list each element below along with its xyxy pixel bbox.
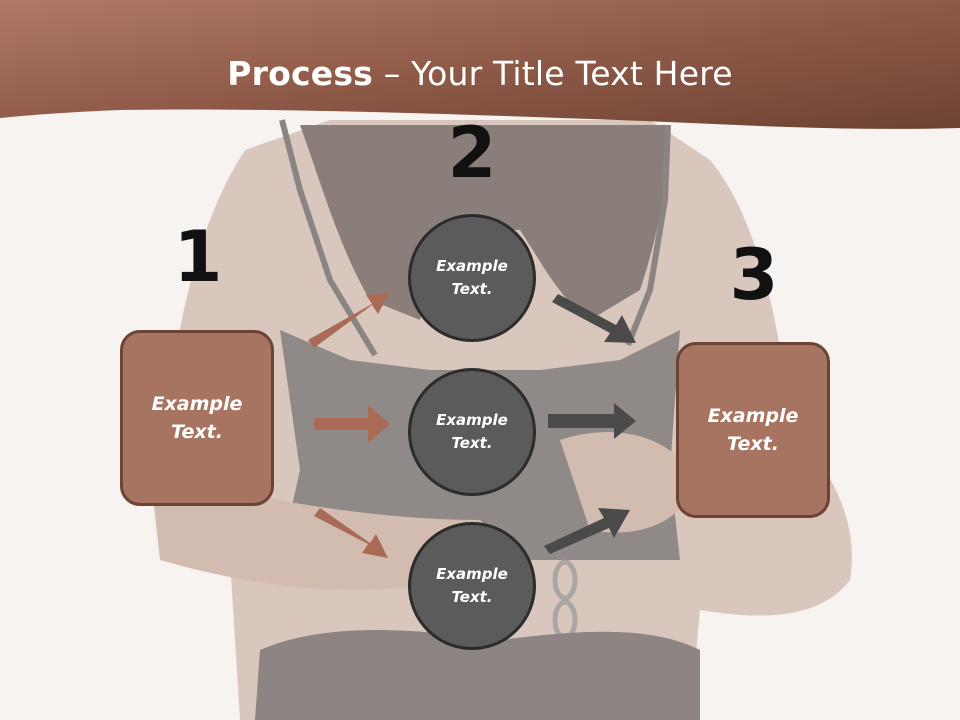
page-title: Process – Your Title Text Here	[0, 54, 960, 93]
title-rest: – Your Title Text Here	[373, 54, 733, 93]
step-number-3: 3	[729, 234, 779, 316]
arrow-right-top	[552, 294, 636, 343]
step-3-box-text: Example Text.	[707, 404, 799, 456]
step-number-2: 2	[447, 112, 497, 194]
arrow-left-bottom	[314, 508, 388, 558]
arrow-left-top	[308, 292, 390, 348]
arrow-right-middle	[548, 403, 636, 439]
circle-bottom-text: Example Text.	[436, 564, 508, 606]
step-1-box: Example Text.	[120, 330, 274, 506]
title-banner	[0, 0, 960, 129]
title-bold: Process	[227, 54, 374, 93]
step-2-circle-bottom: Example Text.	[408, 522, 536, 650]
arrow-left-middle	[314, 405, 390, 443]
step-2-circle-top: Example Text.	[408, 214, 536, 342]
step-number-1: 1	[173, 216, 223, 298]
circle-top-text: Example Text.	[436, 256, 508, 298]
circle-middle-text: Example Text.	[436, 410, 508, 452]
step-2-circle-middle: Example Text.	[408, 368, 536, 496]
arrow-right-bottom	[544, 508, 630, 554]
step-3-box: Example Text.	[676, 342, 830, 518]
step-1-box-text: Example Text.	[151, 392, 243, 444]
